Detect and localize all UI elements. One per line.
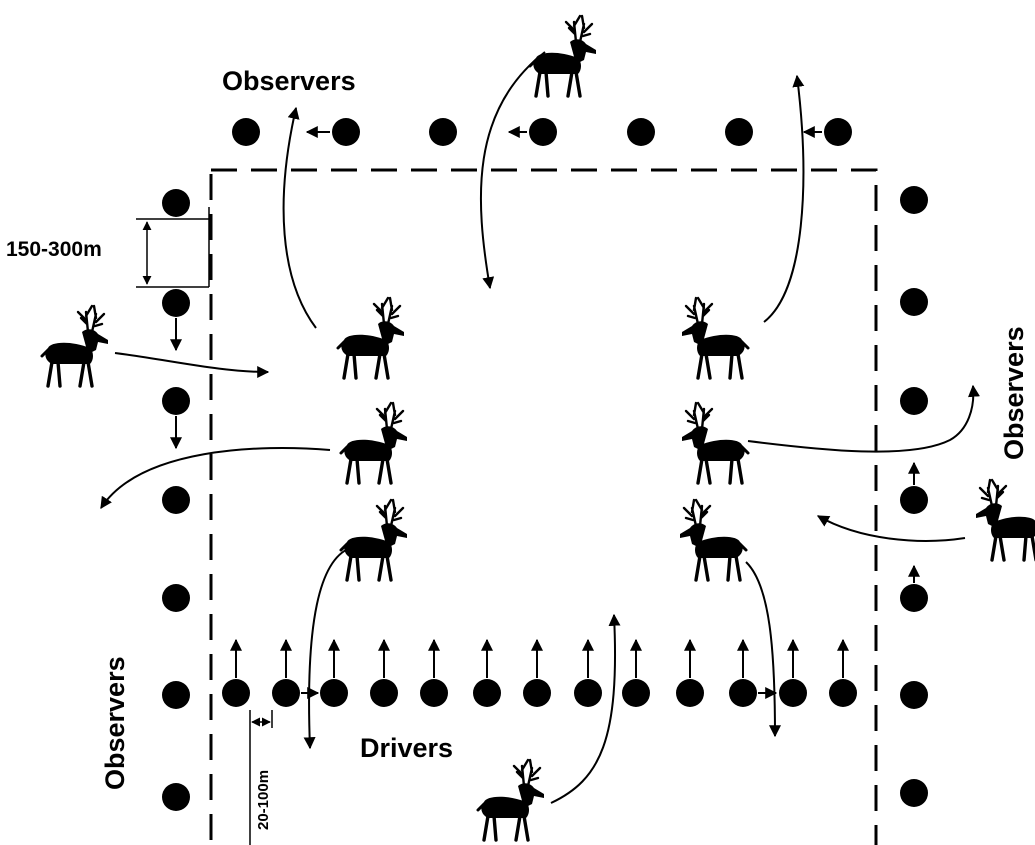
observer-line-top <box>232 118 852 146</box>
observer-dot <box>162 289 190 317</box>
observer-dot <box>232 118 260 146</box>
driver-dot <box>523 679 551 707</box>
driver-dot <box>222 679 250 707</box>
deer-icon <box>680 401 750 485</box>
driver-dot <box>370 679 398 707</box>
census-area-boundary <box>209 168 878 845</box>
observer-dot <box>824 118 852 146</box>
label-observer-spacing: 150-300m <box>6 238 102 261</box>
observer-dot <box>900 584 928 612</box>
deer-icon <box>680 296 750 380</box>
animal-movement-paths <box>100 51 980 804</box>
driver-dot <box>320 679 348 707</box>
driver-line <box>222 638 857 707</box>
observer-dot <box>900 387 928 415</box>
driver-dot <box>473 679 501 707</box>
observer-dot <box>725 118 753 146</box>
observer-dot <box>162 189 190 217</box>
observer-dot <box>332 118 360 146</box>
driver-spacing-dimension <box>249 710 273 845</box>
driver-dot <box>729 679 757 707</box>
deer-icon <box>339 498 409 582</box>
driver-dot <box>622 679 650 707</box>
driver-dot <box>779 679 807 707</box>
observer-dot <box>429 118 457 146</box>
deer-icon <box>974 478 1035 562</box>
label-drivers: Drivers <box>360 733 453 763</box>
observer-dot <box>162 681 190 709</box>
observer-dot <box>900 288 928 316</box>
driver-dot <box>272 679 300 707</box>
deer-icon <box>678 498 748 582</box>
label-observers-top: Observers <box>222 66 356 96</box>
label-driver-spacing: 20-100m <box>255 770 272 830</box>
observer-dot <box>627 118 655 146</box>
driver-dot <box>420 679 448 707</box>
deer-icon <box>336 296 406 380</box>
observer-dot <box>162 783 190 811</box>
observer-dot <box>162 387 190 415</box>
observer-dot <box>900 486 928 514</box>
driver-dot <box>676 679 704 707</box>
label-observers-left: Observers <box>100 656 130 790</box>
deer-icon <box>476 758 546 842</box>
observer-dot <box>529 118 557 146</box>
observer-dot <box>162 486 190 514</box>
observer-line-left <box>162 189 190 811</box>
deer-icon <box>40 304 110 388</box>
observer-dot <box>900 681 928 709</box>
driver-dot <box>829 679 857 707</box>
observer-dot <box>900 186 928 214</box>
observer-dot <box>900 779 928 807</box>
observer-line-right <box>900 186 928 807</box>
deer-icon <box>528 14 598 98</box>
driver-dot <box>574 679 602 707</box>
observer-dot <box>162 584 190 612</box>
label-observers-right: Observers <box>999 326 1029 460</box>
observer-spacing-dimension <box>136 207 210 288</box>
deer-icon <box>339 401 409 485</box>
